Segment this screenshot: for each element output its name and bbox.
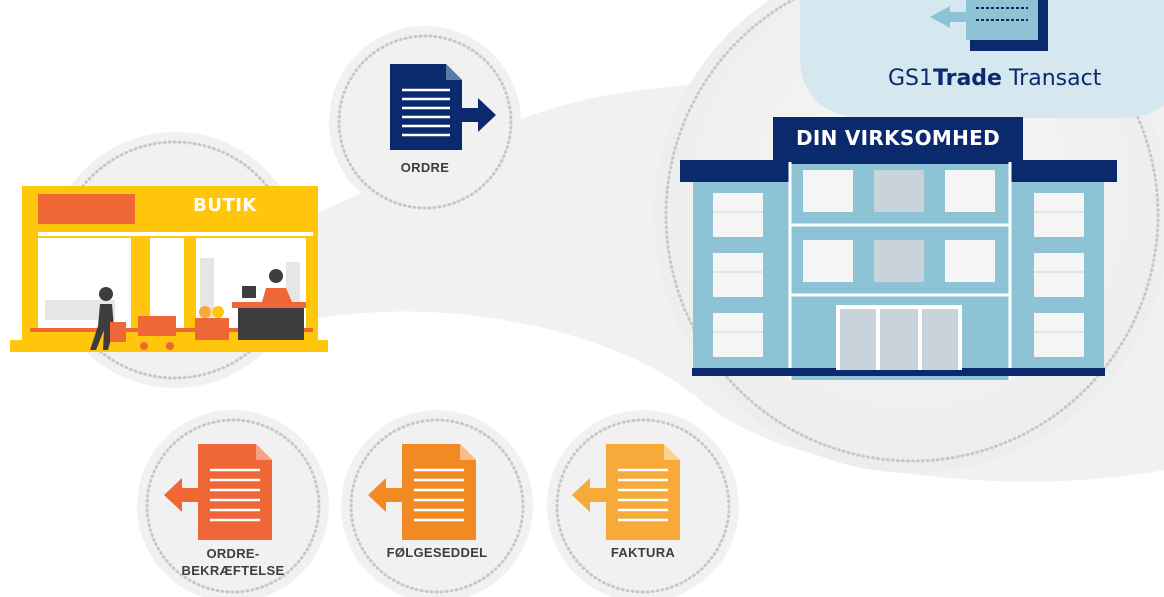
delivery-note-bubble-dots	[349, 418, 525, 594]
company-label: DIN VIRKSOMHED	[773, 117, 1023, 160]
service-suffix: Transact	[1001, 66, 1102, 91]
shop-building	[10, 186, 328, 352]
invoice-label: FAKTURA	[610, 545, 676, 560]
confirmation-bubble-dots	[145, 418, 321, 594]
service-prefix: GS1	[888, 66, 934, 91]
service-bold: Trade	[933, 66, 1002, 91]
service-name: GS1Trade Transact	[888, 66, 1101, 91]
delivery-note-label: FØLGESEDDEL	[386, 545, 488, 560]
confirmation-label-line2: BEKRÆFTELSE	[181, 563, 285, 578]
invoice-document-icon	[572, 444, 680, 540]
invoice-bubble-dots	[555, 418, 731, 594]
confirmation-label-line1: ORDRE-	[206, 546, 260, 561]
shop-label: BUTIK	[193, 195, 257, 216]
confirmation-label: ORDRE- BEKRÆFTELSE	[168, 545, 298, 579]
confirmation-document-icon	[164, 444, 272, 540]
order-bubble-dots	[337, 34, 513, 210]
company-building	[680, 160, 1117, 380]
cloud-shape	[800, 0, 1164, 118]
order-document-icon	[390, 64, 496, 150]
delivery-note-document-icon	[368, 444, 476, 540]
transact-document-icon	[930, 0, 1048, 51]
company-bubble-dots	[664, 0, 1160, 463]
order-label: ORDRE	[400, 160, 450, 175]
